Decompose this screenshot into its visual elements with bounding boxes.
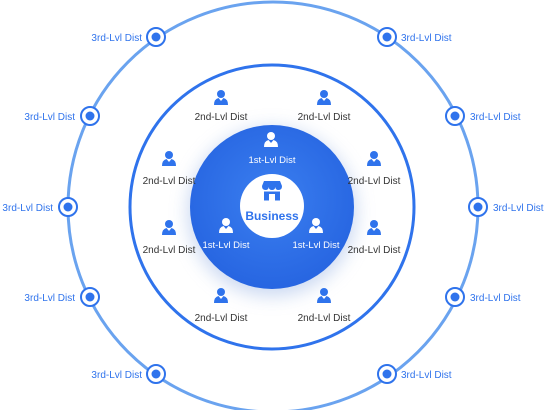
tier3-label: 3rd-Lvl Dist: [470, 112, 521, 123]
tier1-label: 1st-Lvl Dist: [249, 155, 296, 166]
tier3-node: 3rd-Lvl Dist: [445, 106, 521, 126]
tier3-node: 3rd-Lvl Dist: [377, 27, 452, 47]
tier2-node: 2nd-Lvl Dist: [348, 151, 401, 187]
person-icon: [317, 288, 331, 303]
tier2-label: 2nd-Lvl Dist: [195, 112, 248, 123]
tier3-node: 3rd-Lvl Dist: [445, 287, 521, 307]
tier3-node: 3rd-Lvl Dist: [377, 364, 452, 384]
tier2-label: 2nd-Lvl Dist: [298, 112, 351, 123]
tier3-label: 3rd-Lvl Dist: [493, 203, 544, 214]
tier2-label: 2nd-Lvl Dist: [298, 313, 351, 324]
tier1-node-right: 1st-Lvl Dist: [293, 218, 340, 251]
tier3-node: 3rd-Lvl Dist: [24, 287, 100, 307]
tier3-label: 3rd-Lvl Dist: [24, 293, 75, 304]
person-icon: [367, 220, 381, 235]
tier1-node-top: 1st-Lvl Dist: [249, 132, 296, 166]
tier2-label: 2nd-Lvl Dist: [143, 245, 196, 256]
person-icon: [162, 220, 176, 235]
tier3-node: 3rd-Lvl Dist: [91, 364, 166, 384]
tier3-label: 3rd-Lvl Dist: [24, 112, 75, 123]
tier1-node-left: 1st-Lvl Dist: [203, 218, 250, 251]
tier3-label: 3rd-Lvl Dist: [401, 33, 452, 44]
second-level-ring: [128, 63, 416, 351]
tier3-label: 3rd-Lvl Dist: [401, 370, 452, 381]
tier3-label: 3rd-Lvl Dist: [470, 293, 521, 304]
tier3-node: 3rd-Lvl Dist: [24, 106, 100, 126]
tier2-node: 2nd-Lvl Dist: [195, 90, 248, 123]
tier2-label: 2nd-Lvl Dist: [143, 176, 196, 187]
tier2-node: 2nd-Lvl Dist: [143, 220, 196, 256]
tier2-node: 2nd-Lvl Dist: [348, 220, 401, 256]
tier2-node: 2nd-Lvl Dist: [298, 90, 351, 123]
tier2-node: 2nd-Lvl Dist: [195, 288, 248, 324]
tier2-label: 2nd-Lvl Dist: [348, 176, 401, 187]
person-icon: [367, 151, 381, 166]
business-label: Business: [245, 209, 299, 223]
tier2-label: 2nd-Lvl Dist: [348, 245, 401, 256]
tier3-label: 3rd-Lvl Dist: [2, 203, 53, 214]
person-icon: [214, 288, 228, 303]
person-icon: [214, 90, 228, 105]
tier3-node: 3rd-Lvl Dist: [2, 197, 78, 217]
person-icon: [317, 90, 331, 105]
tier2-node: 2nd-Lvl Dist: [298, 288, 351, 324]
tier3-node: 3rd-Lvl Dist: [468, 197, 544, 217]
tier3-label: 3rd-Lvl Dist: [91, 370, 142, 381]
tier3-label: 3rd-Lvl Dist: [91, 33, 142, 44]
business-center-circle: [240, 174, 304, 238]
tier1-label: 1st-Lvl Dist: [293, 240, 340, 251]
tier2-label: 2nd-Lvl Dist: [195, 313, 248, 324]
tier2-node: 2nd-Lvl Dist: [143, 151, 196, 187]
store-icon: [262, 181, 282, 201]
tier1-label: 1st-Lvl Dist: [203, 240, 250, 251]
tier3-node: 3rd-Lvl Dist: [91, 27, 166, 47]
person-icon: [162, 151, 176, 166]
